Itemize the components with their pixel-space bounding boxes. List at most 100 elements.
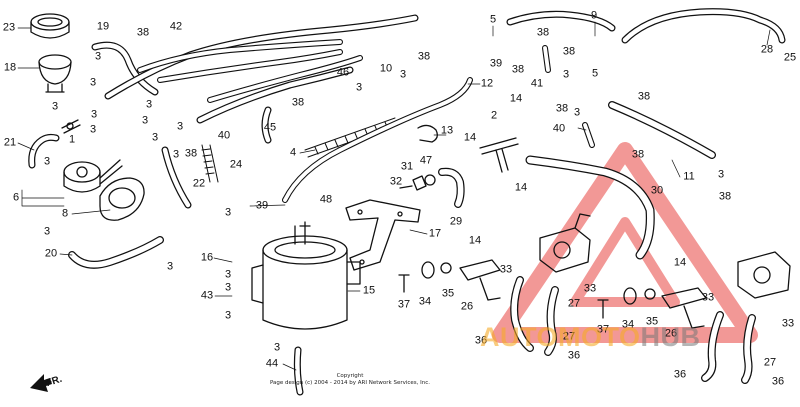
part-number-label: 31 [400, 160, 414, 173]
part-number-label: 3 [89, 123, 97, 136]
part-number-label: 18 [3, 61, 17, 74]
part-number-label: 35 [645, 315, 659, 328]
watermark-text-automoto: AUTOMOTO [480, 322, 641, 352]
part-number-label: 14 [673, 256, 687, 269]
part-number-label: 14 [463, 131, 477, 144]
part-number-label: 6 [12, 191, 20, 204]
part-number-label: 44 [265, 357, 279, 370]
part-number-label: 22 [192, 177, 206, 190]
part-number-label: 39 [489, 57, 503, 70]
part-number-label: 14 [468, 234, 482, 247]
watermark-logo: AUTOMOTOHUB [480, 322, 701, 353]
part-number-label: 23 [2, 21, 16, 34]
part-number-label: 2 [490, 109, 498, 122]
part-number-label: 20 [44, 247, 58, 260]
part-number-label: 14 [514, 181, 528, 194]
part-number-label: 17 [428, 227, 442, 240]
part-number-label: 30 [650, 184, 664, 197]
part-number-label: 3 [172, 148, 180, 161]
air-valve-part-6 [63, 159, 123, 193]
part-number-label: 3 [90, 108, 98, 121]
part-number-label: 26 [664, 327, 678, 340]
part-number-label: 37 [596, 323, 610, 336]
part-number-label: 16 [200, 251, 214, 264]
clip-part-13 [417, 124, 438, 143]
part-number-label: 9 [590, 9, 598, 22]
part-number-label: 3 [176, 120, 184, 133]
part-number-label: 12 [480, 77, 494, 90]
copyright-line-2: Page design (c) 2004 - 2014 by ARI Netwo… [269, 380, 431, 386]
part-number-label: 26 [460, 300, 474, 313]
part-number-label: 38 [136, 26, 150, 39]
part-number-label: 3 [43, 155, 51, 168]
part-number-label: 3 [224, 268, 232, 281]
part-number-label: 14 [509, 92, 523, 105]
part-number-label: 46 [336, 66, 350, 79]
part-number-label: 35 [441, 287, 455, 300]
valve-part-18 [38, 54, 72, 93]
part-number-label: 3 [43, 225, 51, 238]
bracket-part-26-left [459, 259, 501, 301]
part-number-label: 3 [151, 131, 159, 144]
part-number-label: 38 [637, 90, 651, 103]
control-valve-assembly-right [737, 251, 791, 299]
part-number-label: 36 [567, 349, 581, 362]
part-number-label: 27 [763, 356, 777, 369]
copyright-notice: Copyright Page design (c) 2004 - 2014 by… [230, 373, 470, 387]
part-number-label: 8 [61, 207, 69, 220]
part-number-label: 28 [760, 43, 774, 56]
part-number-label: 5 [591, 67, 599, 80]
part-number-label: 3 [224, 309, 232, 322]
part-number-label: 5 [489, 13, 497, 26]
part-number-label: 38 [631, 148, 645, 161]
watermark-text-hub: HUB [640, 322, 701, 352]
part-number-label: 3 [141, 114, 149, 127]
part-number-label: 36 [474, 334, 488, 347]
part-number-label: 1 [68, 133, 76, 146]
part-number-label: 34 [418, 295, 432, 308]
part-number-label: 25 [783, 51, 797, 64]
fitting-parts-31-32-47 [399, 174, 436, 191]
part-number-label: 33 [583, 282, 597, 295]
part-number-label: 29 [449, 215, 463, 228]
part-number-label: 32 [389, 175, 403, 188]
part-number-label: 3 [166, 260, 174, 273]
part-number-label: 45 [263, 121, 277, 134]
part-number-label: 27 [562, 330, 576, 343]
part-number-label: 15 [362, 284, 376, 297]
part-number-label: 3 [94, 50, 102, 63]
front-direction-arrow [30, 374, 52, 392]
part-number-label: 36 [673, 368, 687, 381]
corrugated-tube-part-4 [304, 117, 399, 158]
part-number-label: 3 [51, 100, 59, 113]
part-number-label: 38 [718, 190, 732, 203]
part-number-label: 3 [562, 68, 570, 81]
part-number-label: 38 [536, 26, 550, 39]
part-number-label: 34 [621, 318, 635, 331]
part-number-label: 36 [771, 375, 785, 388]
part-number-label: 38 [417, 50, 431, 63]
part-number-label: 42 [169, 20, 183, 33]
part-number-label: 40 [552, 122, 566, 135]
part-number-label: 3 [89, 76, 97, 89]
leader-lines [17, 21, 771, 371]
part-number-label: 3 [399, 68, 407, 81]
hose-part-12 [282, 77, 473, 203]
part-number-label: 41 [530, 77, 544, 90]
part-number-label: 3 [145, 98, 153, 111]
part-number-label: 3 [717, 168, 725, 181]
t-joint-part-2 [479, 137, 519, 173]
part-number-label: 27 [567, 297, 581, 310]
part-number-label: 40 [217, 129, 231, 142]
bracket-part-26-right [661, 287, 707, 329]
part-number-label: 3 [573, 106, 581, 119]
part-number-label: 39 [255, 199, 269, 212]
part-number-label: 33 [499, 263, 513, 276]
part-number-label: 10 [379, 62, 393, 75]
bracket-part-17 [345, 199, 421, 271]
part-number-label: 21 [3, 136, 17, 149]
part-number-label: 37 [397, 298, 411, 311]
canister-part-15 [251, 221, 361, 330]
copyright-line-1: Copyright [336, 373, 364, 379]
part-number-label: 4 [289, 146, 297, 159]
